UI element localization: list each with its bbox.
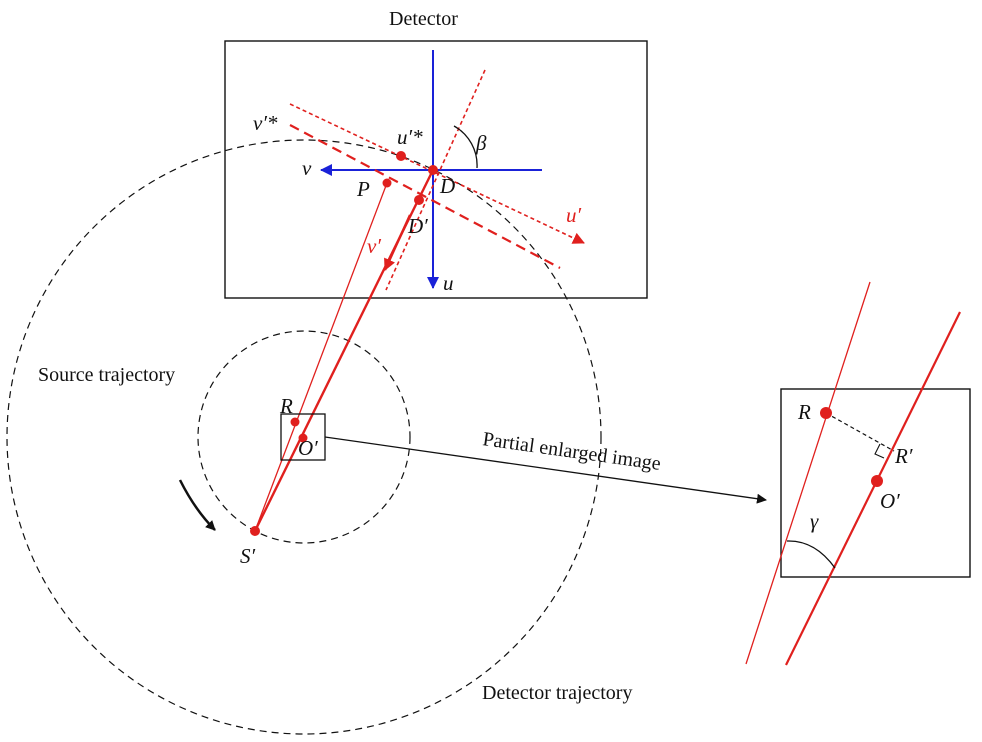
rotation-arrow (178, 479, 216, 531)
label-o-prime-enlarged: O′ (880, 489, 900, 513)
point-u-prime-star (396, 151, 406, 161)
point-p (382, 178, 392, 188)
label-o-prime: O′ (298, 436, 318, 460)
detector-label: Detector (389, 8, 458, 30)
gamma-arc (786, 540, 836, 569)
point-d-prime (414, 195, 424, 205)
point-d (428, 165, 438, 175)
red-dotted-line-beta (385, 69, 486, 291)
point-o-prime (298, 433, 308, 443)
red-dashed-v-prime-star (289, 124, 561, 269)
enlarged-point-o-prime (871, 475, 883, 487)
label-u: u (443, 271, 454, 295)
red-dotted-line-u-prime-star (289, 103, 585, 244)
partial-enlarged-label: Partial enlarged image (481, 428, 662, 475)
right-angle-marker (874, 443, 885, 459)
label-u-prime-star: u′* (397, 125, 423, 149)
label-beta: β (475, 131, 487, 155)
beta-arc (453, 125, 478, 169)
source-trajectory-label: Source trajectory (38, 364, 175, 386)
enlarged-thin-red-line (745, 281, 871, 665)
label-r-prime-enlarged: R′ (894, 444, 913, 468)
enlarged-view-frame (780, 388, 971, 578)
enlarged-point-r (820, 407, 832, 419)
enlarged-dashed-perpendicular (825, 412, 895, 452)
point-r (290, 417, 300, 427)
label-d-prime: D′ (407, 214, 428, 238)
label-u-prime: u′ (566, 203, 582, 227)
v-prime-arrow (383, 214, 412, 271)
source-trajectory-circle (197, 330, 411, 544)
detector-trajectory-circle (6, 139, 602, 735)
label-v-prime-star: v′* (253, 111, 278, 135)
detector-trajectory-label: Detector trajectory (482, 682, 632, 704)
label-r-enlarged: R (797, 400, 811, 424)
label-gamma: γ (810, 509, 819, 533)
point-s-prime (250, 526, 260, 536)
label-p: P (356, 177, 370, 201)
label-d: D (439, 174, 455, 198)
ray-s-to-p (254, 182, 388, 532)
partial-enlarged-arrow (324, 436, 767, 504)
label-v-prime: v′ (367, 234, 381, 258)
label-r: R (279, 394, 293, 418)
label-v: v (302, 156, 312, 180)
detector-frame (224, 40, 648, 299)
label-s-prime: S′ (240, 544, 256, 568)
enlarged-thick-red-line (785, 311, 961, 666)
